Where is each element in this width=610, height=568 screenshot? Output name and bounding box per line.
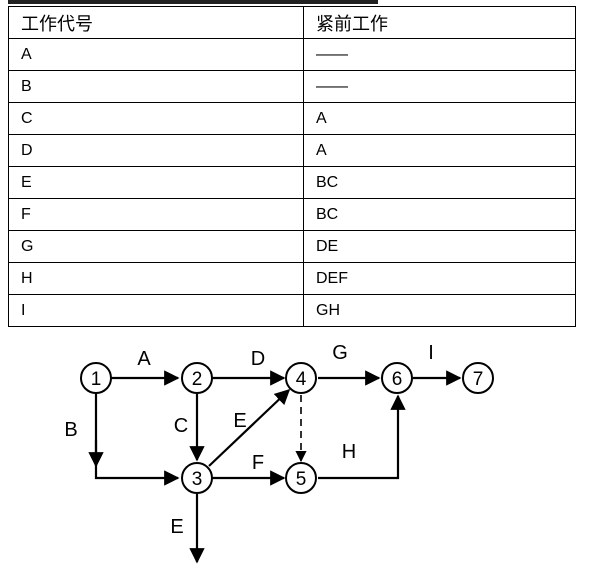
work-code-cell: B xyxy=(8,70,304,103)
table-row: B—— xyxy=(8,70,576,103)
node-1-label: 1 xyxy=(91,369,102,390)
top-cropped-strip xyxy=(8,0,378,4)
label-d: D xyxy=(251,348,265,370)
table-header-row: 工作代号 紧前工作 xyxy=(8,6,576,39)
label-a: A xyxy=(137,348,151,370)
work-code-cell: A xyxy=(8,38,304,71)
predecessor-cell: DE xyxy=(303,230,576,263)
label-c: C xyxy=(174,415,188,437)
arrow-e xyxy=(208,388,291,467)
predecessor-cell: —— xyxy=(303,38,576,71)
node-5: 5 xyxy=(285,462,317,494)
label-e: E xyxy=(233,410,246,432)
arrow-h xyxy=(318,394,406,480)
node-1: 1 xyxy=(80,362,112,394)
node-4-label: 4 xyxy=(296,369,307,390)
work-code-cell: C xyxy=(8,102,304,135)
arrow-b xyxy=(94,393,180,486)
predecessor-cell: GH xyxy=(303,294,576,327)
work-code-cell: H xyxy=(8,262,304,295)
predecessor-cell: A xyxy=(303,134,576,167)
label-b: B xyxy=(64,419,77,441)
label-e-down: E xyxy=(170,516,183,538)
network-diagram: 1 2 3 4 5 6 7 A B C D E F G H I E xyxy=(64,342,494,564)
label-i: I xyxy=(428,342,434,364)
predecessor-cell: DEF xyxy=(303,262,576,295)
node-2-label: 2 xyxy=(192,369,203,390)
node-3-label: 3 xyxy=(192,469,203,490)
table-row: A—— xyxy=(8,38,576,71)
label-f: F xyxy=(252,452,264,474)
label-g: G xyxy=(332,342,348,364)
work-code-cell: G xyxy=(8,230,304,263)
header-predecessor: 紧前工作 xyxy=(303,6,576,39)
label-h: H xyxy=(342,441,356,463)
predecessor-cell: —— xyxy=(303,70,576,103)
node-6-label: 6 xyxy=(392,369,403,390)
node-7-label: 7 xyxy=(473,369,484,390)
work-code-cell: E xyxy=(8,166,304,199)
predecessor-cell: BC xyxy=(303,166,576,199)
node-5-label: 5 xyxy=(296,469,307,490)
work-code-cell: I xyxy=(8,294,304,327)
node-7: 7 xyxy=(462,362,494,394)
predecessor-cell: A xyxy=(303,102,576,135)
predecessor-cell: BC xyxy=(303,198,576,231)
work-code-cell: D xyxy=(8,134,304,167)
node-3: 3 xyxy=(181,462,213,494)
work-code-cell: F xyxy=(8,198,304,231)
node-6: 6 xyxy=(381,362,413,394)
node-4: 4 xyxy=(285,362,317,394)
node-2: 2 xyxy=(181,362,213,394)
header-work-code: 工作代号 xyxy=(8,6,304,39)
